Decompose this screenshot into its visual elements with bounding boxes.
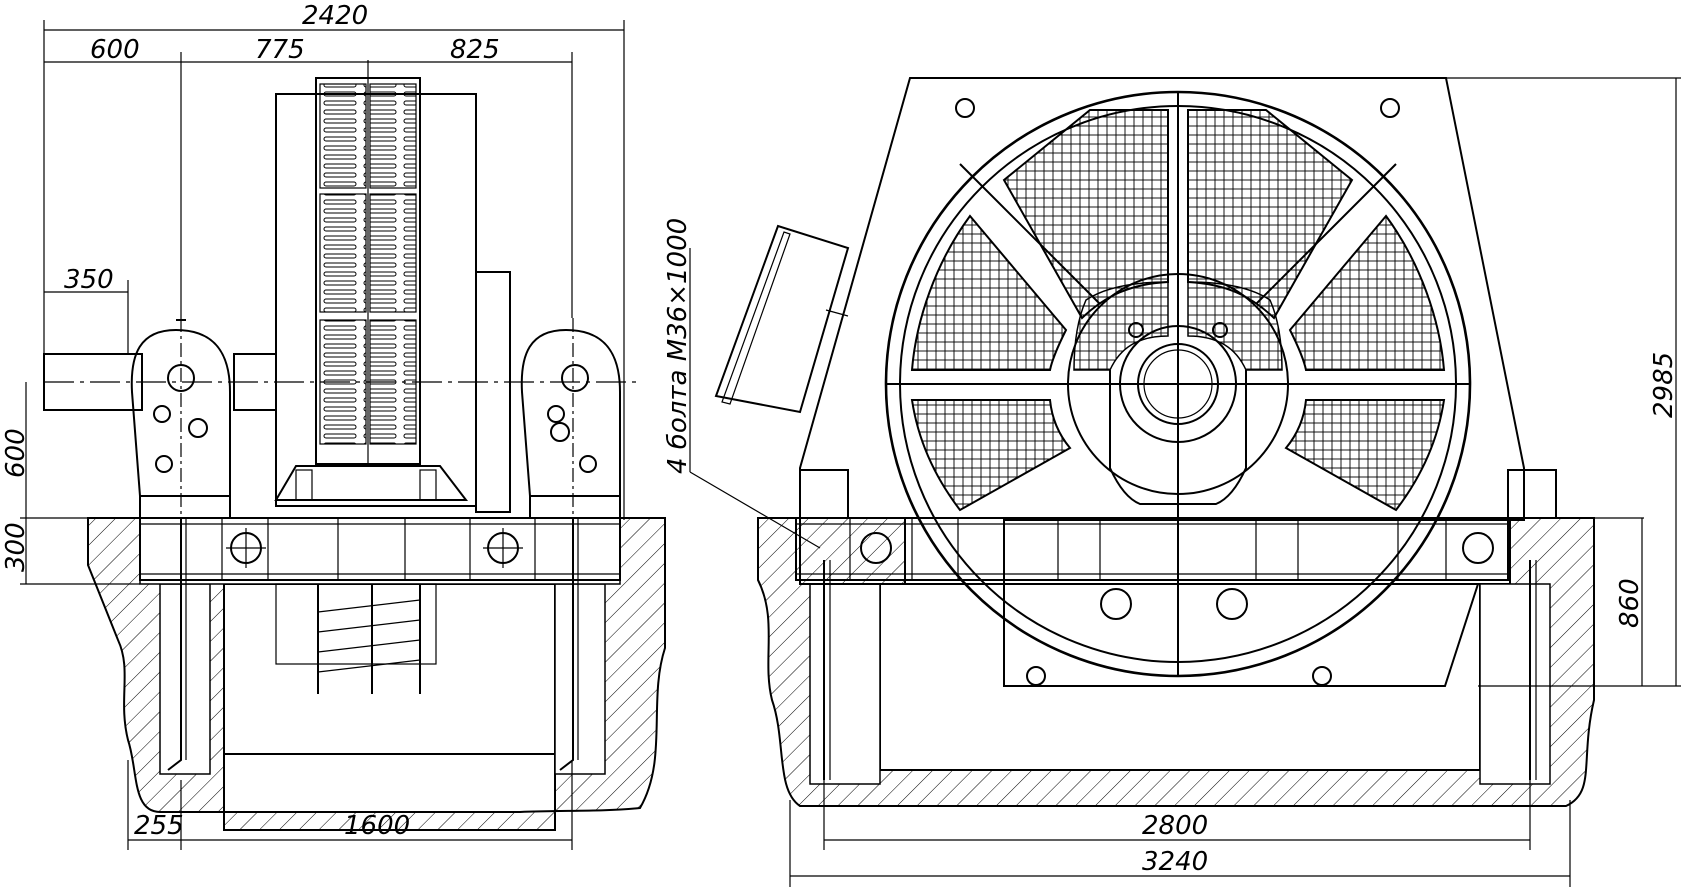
right-dimensions: 2985 860 2800 3240 4 болта М36×1000 [663,77,1681,887]
right-anchor-bolts [823,560,1537,780]
left-view: 2420 600 775 825 350 600 300 255 1600 [1,1,666,850]
right-housing [799,77,1525,687]
left-anchor-bolts [167,518,579,771]
right-view: 2985 860 2800 3240 4 болта М36×1000 [663,77,1681,887]
bolt-note: 4 болта М36×1000 [663,218,693,474]
left-motor-body [274,60,511,513]
left-dimensions: 2420 600 775 825 350 600 300 255 1600 [1,1,625,850]
left-ladder [275,583,437,694]
dim-775: 775 [255,35,305,65]
dim-3240: 3240 [1142,847,1208,877]
left-shaft [43,353,640,411]
dim-2800: 2800 [1142,811,1208,841]
dim-825: 825 [450,35,500,65]
left-base-frame [139,517,621,581]
left-bearing-pedestal-2 [520,318,621,545]
dim-2420: 2420 [302,1,368,31]
right-terminal-box [714,224,850,414]
dim-860: 860 [1615,578,1645,628]
dim-2985: 2985 [1649,352,1679,418]
left-bearing-pedestal-1 [130,318,231,545]
dim-1600: 1600 [344,811,410,841]
dim-300: 300 [1,522,31,572]
dim-600-side: 600 [1,428,31,478]
dim-255: 255 [134,811,184,841]
dim-350: 350 [64,265,114,295]
right-base-frame [795,469,1557,620]
right-rotor-wheel [884,90,1472,678]
dim-600-top: 600 [90,35,140,65]
left-foundation [87,517,666,831]
right-foundation [757,517,1595,807]
